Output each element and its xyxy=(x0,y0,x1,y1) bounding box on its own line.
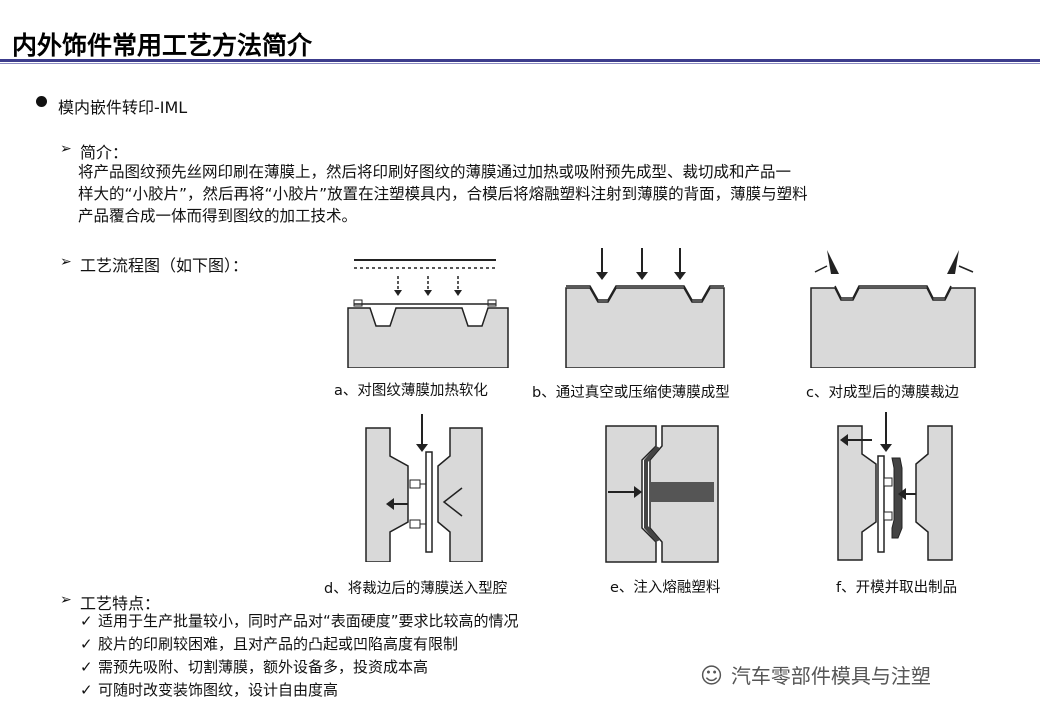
figure-a-heat-film xyxy=(340,248,520,368)
watermark: ☺ 汽车零部件模具与注塑 xyxy=(700,660,931,689)
figure-e-inject-plastic xyxy=(605,425,719,563)
figure-d-insert-film xyxy=(365,414,483,562)
feature-item: ✓ 需预先吸附、切割薄膜，额外设备多，投资成本高 xyxy=(80,656,428,677)
feature-text: 需预先吸附、切割薄膜，额外设备多，投资成本高 xyxy=(98,658,429,676)
feature-text: 胶片的印刷较困难，且对产品的凸起或凹陷高度有限制 xyxy=(98,635,459,653)
title-rule xyxy=(0,59,1040,62)
feature-item: ✓ 胶片的印刷较困难，且对产品的凸起或凹陷高度有限制 xyxy=(80,633,458,654)
figure-c-trim-film xyxy=(810,250,976,368)
title-rule-thin xyxy=(0,63,1040,64)
figure-f-eject-part xyxy=(837,412,953,561)
wechat-icon: ☺ xyxy=(700,664,723,689)
page-title: 内外饰件常用工艺方法简介 xyxy=(12,31,313,60)
intro-paragraph: 将产品图纹预先丝网印刷在薄膜上，然后将印刷好图纹的薄膜通过加热或吸附预先成型、裁… xyxy=(78,161,958,227)
intro-heading: 简介： xyxy=(80,143,129,162)
check-icon: ✓ xyxy=(80,681,93,699)
features-heading: 工艺特点： xyxy=(80,594,161,613)
check-icon: ✓ xyxy=(80,612,93,630)
step-caption: b、通过真空或压缩使薄膜成型 xyxy=(532,385,730,401)
watermark-text: 汽车零部件模具与注塑 xyxy=(730,664,931,688)
feature-text: 适用于生产批量较小，同时产品对“表面硬度”要求比较高的情况 xyxy=(98,612,519,630)
check-icon: ✓ xyxy=(80,658,93,676)
arrow-bullet-icon: ➢ xyxy=(60,141,72,157)
section-title: 模内嵌件转印-IML xyxy=(58,98,188,117)
intro-line: 产品覆合成一体而得到图纹的加工技术。 xyxy=(78,207,358,225)
arrow-bullet-icon: ➢ xyxy=(60,592,72,608)
intro-line: 将产品图纹预先丝网印刷在薄膜上，然后将印刷好图纹的薄膜通过加热或吸附预先成型、裁… xyxy=(78,163,792,181)
feature-item: ✓ 可随时改变装饰图纹，设计自由度高 xyxy=(80,679,338,700)
bullet-dot xyxy=(36,96,47,107)
step-caption: f、开模并取出制品 xyxy=(836,580,958,596)
intro-line: 样大的“小胶片”，然后再将“小胶片”放置在注塑模具内，合模后将熔融塑料注射到薄膜… xyxy=(78,185,808,203)
step-caption: a、对图纹薄膜加热软化 xyxy=(334,383,488,399)
arrow-bullet-icon: ➢ xyxy=(60,254,72,270)
check-icon: ✓ xyxy=(80,635,93,653)
process-heading: 工艺流程图（如下图）： xyxy=(80,256,249,275)
step-caption: d、将裁边后的薄膜送入型腔 xyxy=(324,581,508,597)
feature-text: 可随时改变装饰图纹，设计自由度高 xyxy=(98,681,339,699)
step-caption: e、注入熔融塑料 xyxy=(610,580,721,596)
figure-b-form-film xyxy=(565,248,725,368)
step-caption: c、对成型后的薄膜裁边 xyxy=(806,385,959,401)
feature-item: ✓ 适用于生产批量较小，同时产品对“表面硬度”要求比较高的情况 xyxy=(80,610,519,631)
